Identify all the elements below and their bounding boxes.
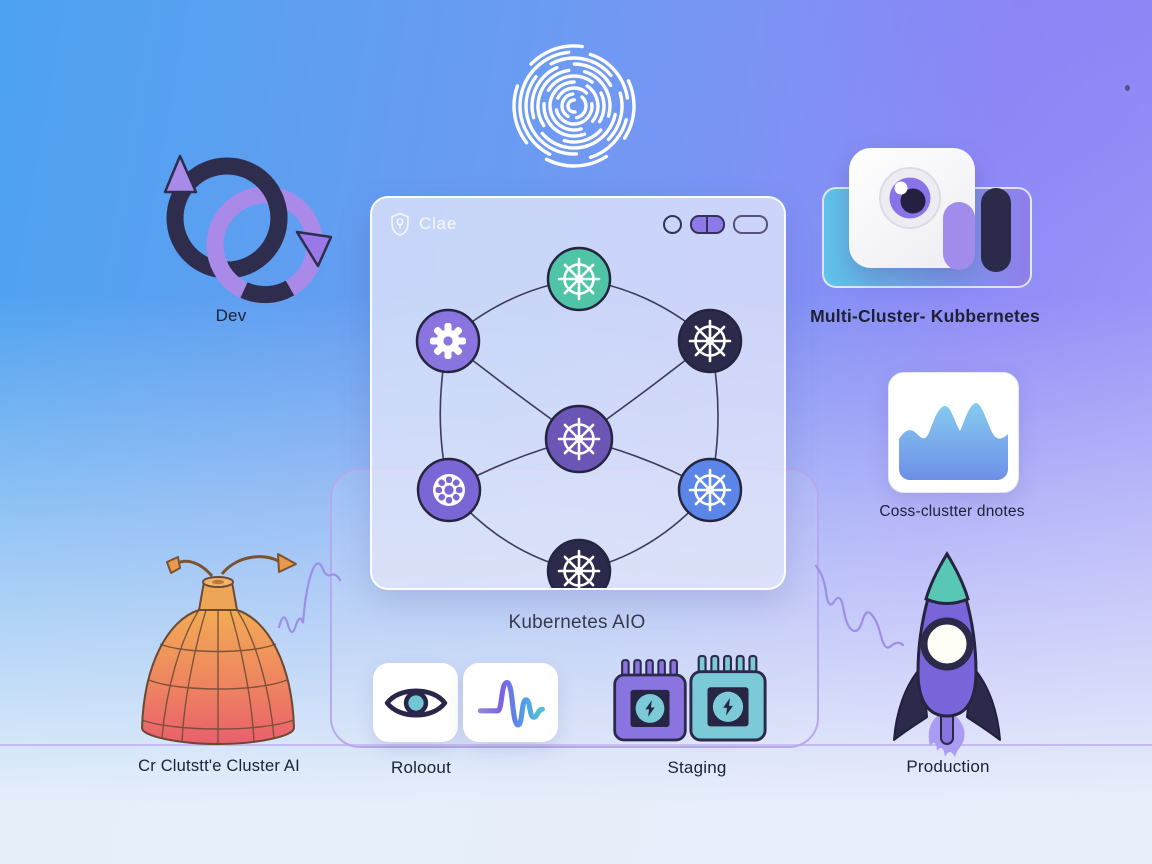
kubernetes-cluster-card: Clae (370, 196, 786, 590)
gear-icon (430, 323, 466, 359)
multi-cluster-label: Multi-Cluster- Kubbernetes (810, 306, 1040, 326)
baseline-divider (0, 744, 1152, 746)
chip-teal-icon (689, 654, 767, 742)
camera-lens-icon (879, 167, 941, 229)
window-control-pill[interactable] (733, 214, 768, 234)
dev-label: Dev (215, 306, 247, 325)
disc-wheel-icon (433, 474, 465, 506)
metrics-label: Coss-clustter dnotes (879, 503, 1025, 520)
metrics-tile (888, 372, 1019, 493)
rollout-label: Roloout (391, 758, 451, 777)
staging-label: Staging (667, 758, 727, 777)
cluster-ai-label: Cr Clutstt'e Cluster AI (138, 757, 300, 775)
brand-label: Clae (419, 214, 458, 233)
chip-purple-icon (613, 659, 687, 742)
bar-pill-dark (981, 188, 1011, 272)
cluster-node-bottom (546, 538, 612, 588)
cluster-node-disc-wheel (416, 457, 482, 523)
cluster-node-lower-right (677, 457, 743, 523)
cluster-node-center (544, 404, 614, 474)
waveform-tile (463, 663, 558, 742)
dev-cycle-icon (163, 154, 333, 304)
kubernetes-caption: Kubernetes AIO (508, 612, 646, 633)
production-label: Production (906, 757, 990, 776)
waveform-icon (477, 679, 545, 728)
window-control-toggle[interactable] (690, 214, 725, 234)
area-chart-icon (899, 403, 1008, 480)
decorative-speck (1125, 85, 1130, 91)
cluster-node-gear (415, 308, 481, 374)
fingerprint-icon (512, 44, 636, 168)
toggle-divider (706, 216, 708, 232)
cluster-network-diagram (415, 246, 743, 588)
mesh-balloon-icon (141, 553, 297, 745)
kubernetes-helm-icon (688, 319, 732, 363)
kubernetes-helm-icon (557, 417, 601, 461)
eye-icon (384, 688, 447, 717)
window-controls (663, 214, 768, 234)
kubernetes-helm-icon (688, 468, 732, 512)
bar-pill-light (943, 202, 975, 270)
card-brand: Clae (390, 212, 457, 236)
eye-tile (373, 663, 458, 742)
shield-icon (391, 212, 409, 236)
kubernetes-helm-icon (557, 257, 601, 301)
rocket-icon (893, 551, 1001, 757)
cluster-node-top (546, 246, 612, 312)
window-control-circle[interactable] (663, 214, 682, 234)
cluster-node-upper-right (677, 308, 743, 374)
